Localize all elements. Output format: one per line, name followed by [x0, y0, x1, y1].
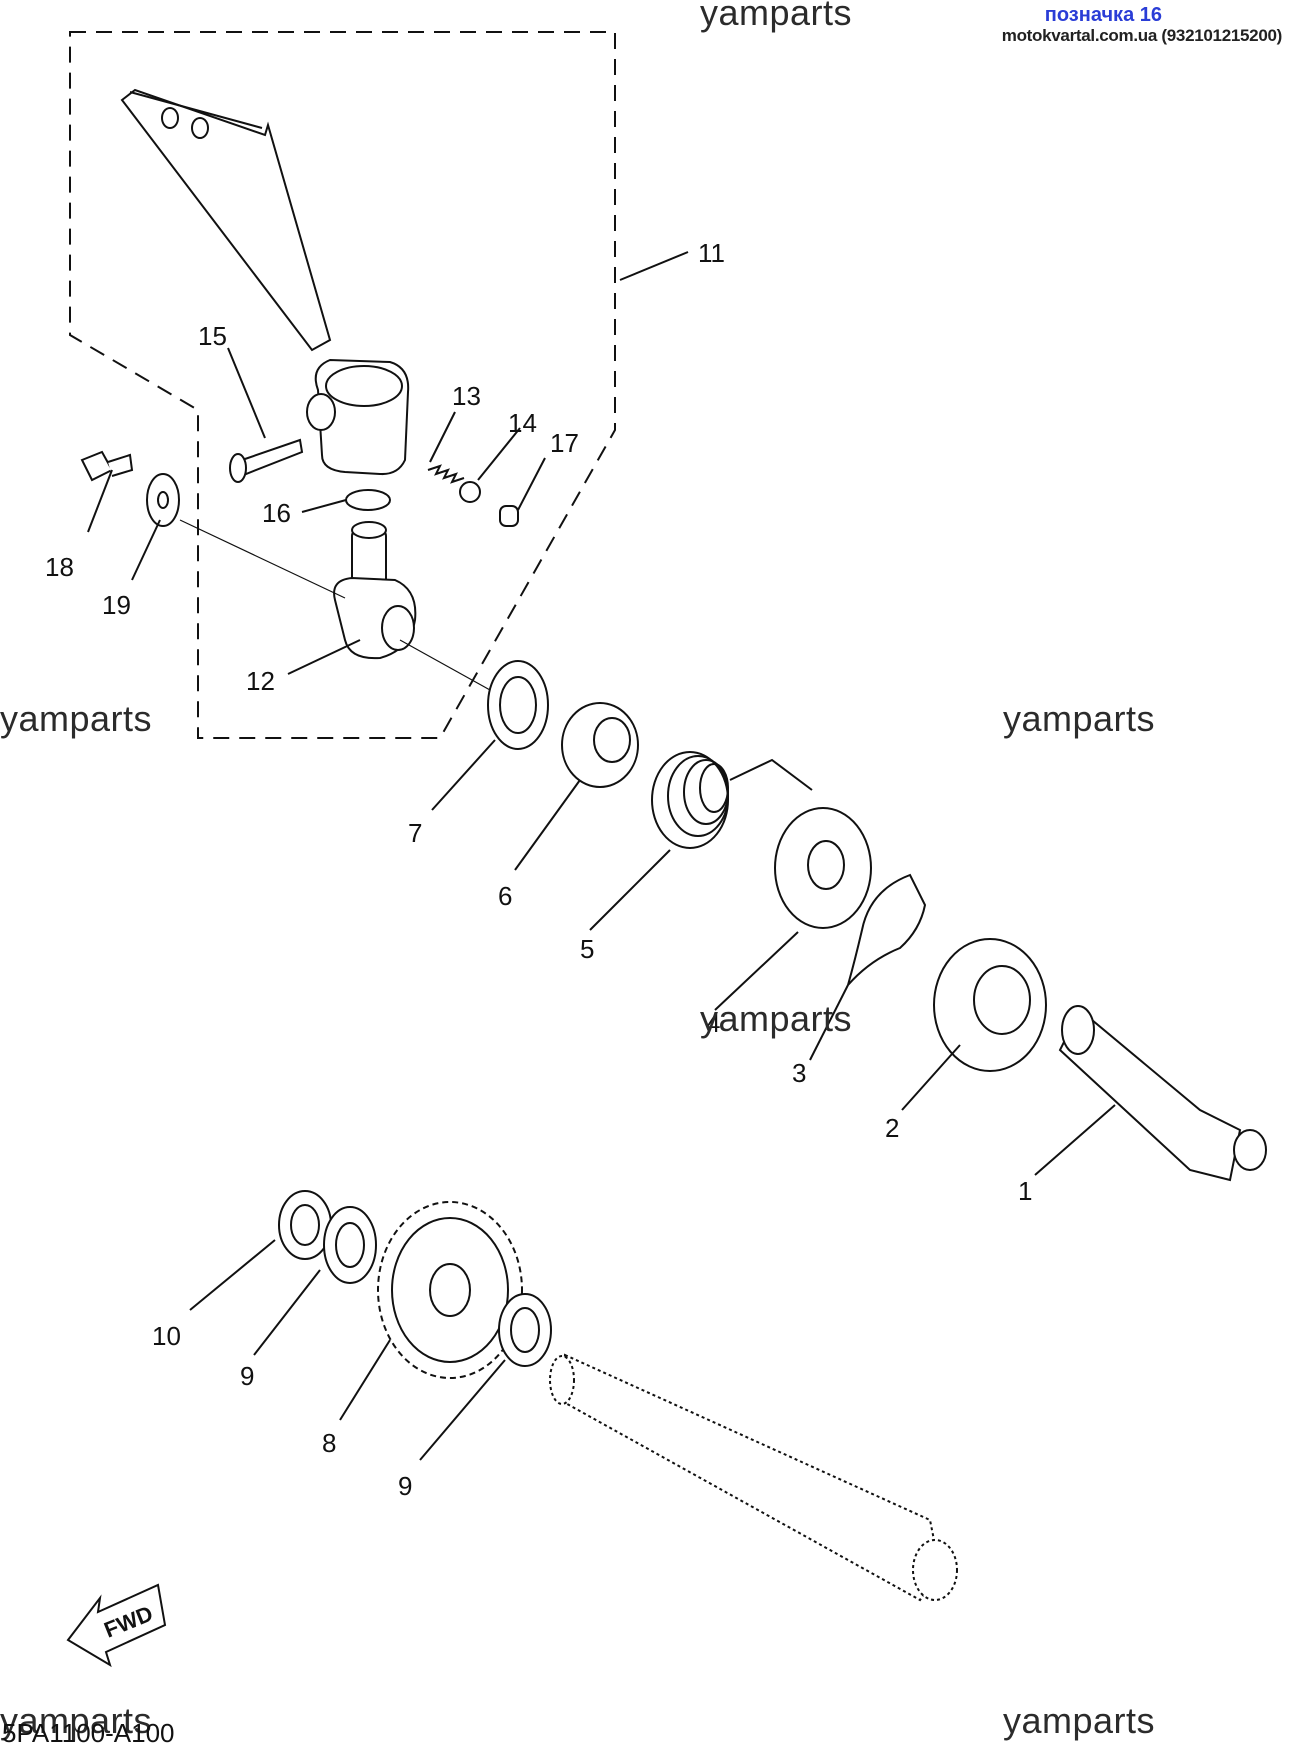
- bolt-18: [80, 450, 134, 482]
- torsion-spring-5: [651, 751, 813, 849]
- callout: 2: [885, 1113, 899, 1143]
- callout: 15: [198, 321, 227, 351]
- spring-guide-6: [561, 702, 639, 788]
- ball-14: [459, 481, 481, 503]
- washer-4: [774, 807, 872, 929]
- callout: 14: [508, 408, 537, 438]
- callout: 3: [792, 1058, 806, 1088]
- callout: 17: [550, 428, 579, 458]
- callout: 1: [1018, 1176, 1032, 1206]
- circlip-3: [847, 873, 927, 986]
- callout: 18: [45, 552, 74, 582]
- callout-labels: 1 2 3 4 5 6 7 8 9 9 10 11 12 13 14 15 16…: [45, 238, 1032, 1501]
- washer-9b: [498, 1293, 552, 1367]
- assembly-boundary: [69, 31, 616, 739]
- pin-17: [499, 505, 519, 527]
- kick-lever: [120, 88, 410, 476]
- ratchet-wheel-2: [933, 938, 1047, 1072]
- fwd-arrow-icon: [66, 1583, 167, 1668]
- spring-13: [427, 464, 465, 484]
- kick-idle-gear-8: [377, 1201, 523, 1379]
- callout: 16: [262, 498, 291, 528]
- callout: 5: [580, 934, 594, 964]
- washer-9a: [323, 1206, 377, 1284]
- oil-seal-7: [487, 660, 549, 750]
- kick-boss-12: [333, 521, 417, 660]
- callout: 13: [452, 381, 481, 411]
- callout: 6: [498, 881, 512, 911]
- callout: 10: [152, 1321, 181, 1351]
- kick-axle-1: [1058, 1005, 1267, 1182]
- watermark: yamparts: [700, 998, 853, 1039]
- callout: 19: [102, 590, 131, 620]
- diagram-code: 5PA1100-A100: [2, 1718, 175, 1748]
- watermark: yamparts: [0, 698, 153, 739]
- watermark: yamparts: [1003, 698, 1156, 739]
- main-axle: [549, 1353, 958, 1602]
- callout: 9: [398, 1471, 412, 1501]
- callout: 8: [322, 1428, 336, 1458]
- callout: 4: [706, 1008, 720, 1038]
- watermark: yamparts: [700, 0, 853, 33]
- site-subtitle: motokvartal.com.ua (932101215200): [1001, 26, 1283, 45]
- page-title: позначка 16: [1044, 4, 1162, 26]
- callout: 7: [408, 818, 422, 848]
- watermark: yamparts: [0, 1700, 153, 1741]
- bolt-15: [229, 438, 304, 483]
- watermark: yamparts: [1003, 1700, 1156, 1741]
- callout: 9: [240, 1361, 254, 1391]
- o-ring-16: [345, 489, 391, 511]
- callout: 11: [698, 238, 725, 268]
- callout: 12: [246, 666, 275, 696]
- washer-19: [146, 473, 180, 527]
